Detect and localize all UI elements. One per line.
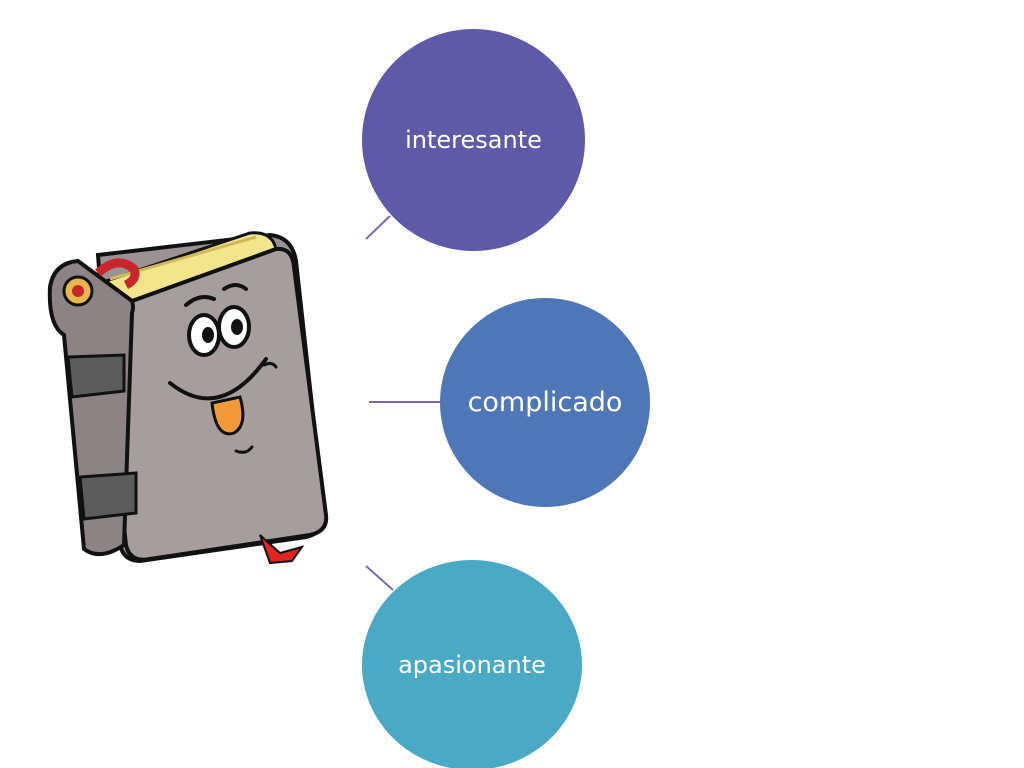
cartoon-book-icon [47,231,329,565]
connector-line-bottom [365,565,394,591]
diagram-node-complicado: complicado [440,298,650,507]
diagram-node-apasionante: apasionante [362,560,582,768]
node-label: apasionante [398,651,546,679]
node-label: complicado [467,387,623,418]
node-label: interesante [405,126,542,154]
diagram-node-interesante: interesante [362,29,585,251]
connector-line-top [365,215,391,240]
